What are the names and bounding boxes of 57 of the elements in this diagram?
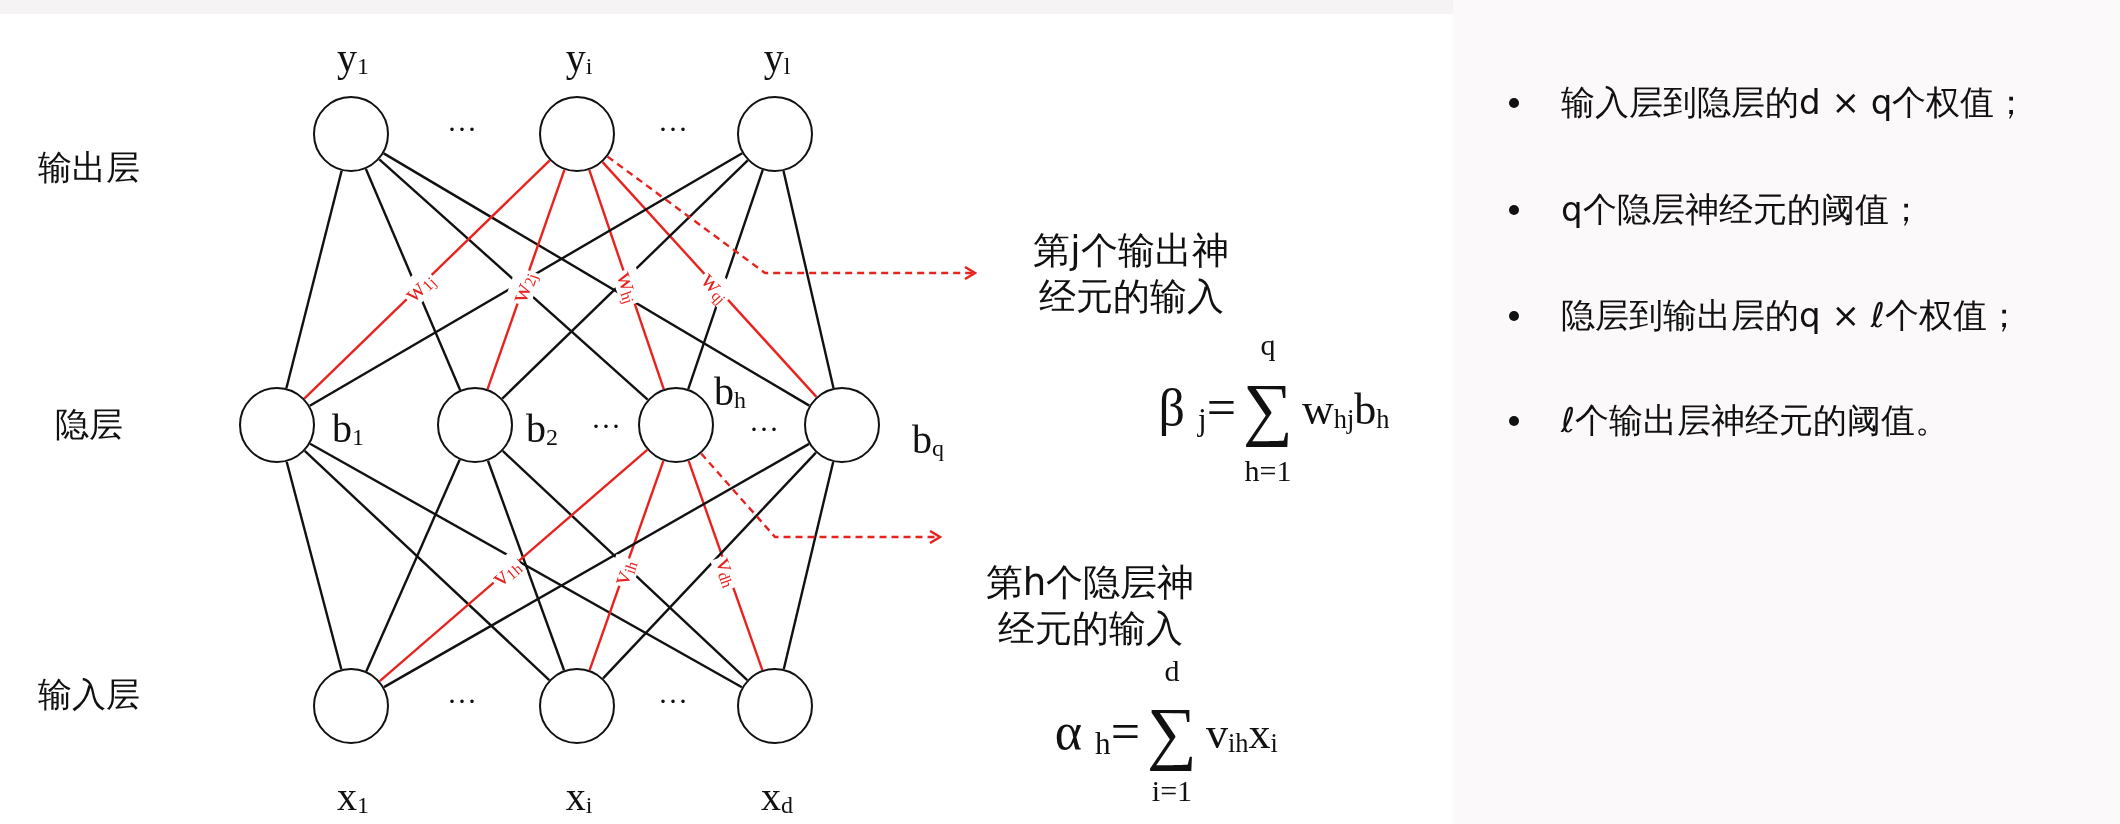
connection-line [383, 442, 810, 689]
layer-label: 隐层 [55, 406, 123, 444]
layer-label: 输入层 [38, 676, 140, 714]
connection-line [309, 442, 743, 689]
connection-line [501, 159, 749, 400]
bullet-text: 隐层到输出层的q × ℓ个权值； [1561, 297, 2021, 335]
connection-line [782, 170, 835, 389]
neuron-label: y$_{l}$ [763, 37, 791, 79]
formula-text: v$_{ih}$x$_{i}$ [1206, 709, 1278, 759]
connection-line [285, 170, 343, 389]
connection-line [303, 450, 551, 681]
formula-limit: d [1164, 653, 1180, 687]
neuron-label: x$_{d}$ [761, 776, 793, 818]
ellipsis: ··· [591, 408, 621, 442]
ellipsis: ··· [658, 683, 688, 717]
neuron-label: y$_{1}$ [337, 37, 369, 79]
bullet-text: q个隐层神经元的阈值； [1561, 191, 1923, 229]
formula-limit: q [1260, 327, 1276, 361]
annotation-text: 第j个输出神经元的输入 [975, 228, 1237, 320]
neuron-label: b$_{q}$ [912, 419, 944, 461]
sum-symbol: ∑ [1243, 369, 1293, 447]
connection-line [383, 152, 810, 407]
connection-line [364, 168, 462, 391]
arrow [700, 452, 942, 545]
formula-limit: i=1 [1151, 773, 1193, 807]
formula-text: α $_{h}$= [1054, 703, 1140, 761]
bullet-text: ℓ个输出层神经元的阈值。 [1561, 402, 1950, 440]
ellipsis: ··· [447, 111, 477, 145]
ellipsis: ··· [749, 411, 779, 445]
neuron-label: b$_{2}$ [526, 408, 558, 450]
neuron-label: b$_{1}$ [332, 408, 364, 450]
connection-line [687, 169, 764, 390]
formula-limit: h=1 [1244, 453, 1292, 487]
connection-line [486, 460, 566, 671]
sum-symbol: ∑ [1147, 693, 1197, 771]
layer-label: 输出层 [38, 149, 140, 187]
neuron-label: x$_{i}$ [565, 776, 593, 818]
neuron-label: b$_{h}$ [714, 371, 746, 413]
formula-text: β $_{j}$= [1158, 379, 1236, 437]
annotation-text: 第h个隐层神经元的输入 [940, 525, 1210, 652]
connection-line [365, 459, 461, 672]
connection-line [285, 461, 343, 670]
connection-line [309, 152, 743, 407]
connection-line [501, 450, 749, 681]
ellipsis: ··· [447, 683, 477, 717]
formula-text: w$_{hj}$b$_{h}$ [1302, 385, 1390, 435]
connection-line [602, 451, 817, 680]
arrow [606, 155, 977, 281]
connection-line [378, 448, 649, 683]
neuron-label: y$_{i}$ [565, 37, 593, 79]
connection-line [601, 161, 818, 398]
ellipsis: ··· [658, 111, 688, 145]
bullet-text: 输入层到隐层的d × q个权值； [1561, 84, 2029, 122]
connection-line [782, 461, 835, 670]
neuron-label: x$_{1}$ [337, 776, 369, 818]
connection-line [378, 158, 649, 401]
connection-line [303, 159, 551, 400]
